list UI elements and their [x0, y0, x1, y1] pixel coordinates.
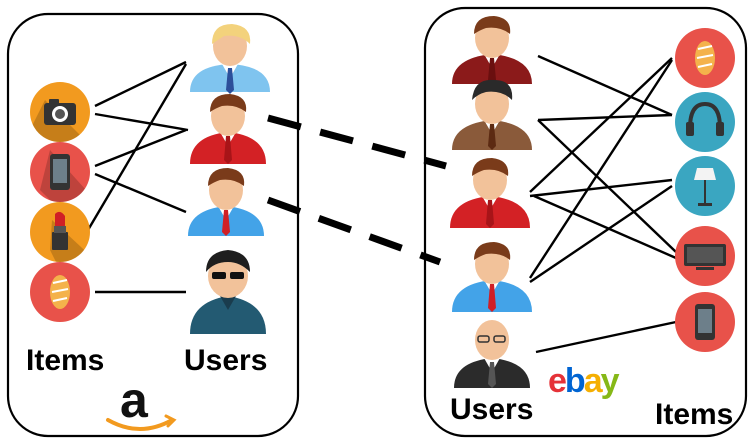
- user-bald-glasses-icon: [454, 320, 530, 388]
- user-bald-glasses: [454, 320, 530, 388]
- amazon-logo: a: [106, 372, 177, 431]
- tv-icon: [684, 244, 726, 270]
- user-maroon-suit-icon: [452, 16, 532, 84]
- amazon-domain-panel: [6, 12, 300, 438]
- ebay-links: [528, 54, 677, 354]
- link-line: [537, 119, 677, 253]
- ebay-logo-a: a: [584, 362, 604, 400]
- amazon-smile: [106, 418, 174, 431]
- ebay-logo-e: e: [548, 362, 566, 400]
- user-red-suit-icon: [450, 158, 530, 228]
- headphones-icon: [686, 101, 724, 136]
- bread-item-right: [675, 28, 735, 88]
- floor-lamp-item: [675, 156, 735, 216]
- ebay-users-label: Users: [450, 393, 534, 426]
- amazon-users-label: Users: [184, 344, 268, 377]
- ebay-logo-y: y: [601, 362, 620, 400]
- tv-item: [675, 226, 735, 286]
- floor-lamp-icon: [694, 168, 716, 206]
- user-maroon-suit: [452, 16, 532, 84]
- camera-icon: [44, 99, 76, 125]
- user-blue-shirt: [188, 168, 264, 236]
- cross-domain-links: [266, 114, 447, 266]
- user-blond-icon: [190, 24, 270, 94]
- link-line: [535, 320, 677, 354]
- bread-icon: [695, 41, 715, 75]
- bread-icon: [50, 275, 70, 309]
- amazon-links: [86, 60, 189, 294]
- link-line: [537, 113, 673, 122]
- link-line: [94, 112, 189, 132]
- link-line: [529, 57, 673, 193]
- user-brown-suit: [452, 79, 532, 150]
- camera-item: [30, 82, 90, 142]
- link-line: [86, 63, 188, 231]
- amazon-logo-letter: a: [120, 372, 149, 428]
- link-line: [537, 54, 673, 117]
- link-line: [94, 60, 187, 108]
- link-line: [94, 172, 187, 214]
- smartphone-icon: [695, 304, 715, 340]
- smartphone-icon: [50, 154, 70, 190]
- dashed-link: [266, 196, 442, 266]
- user-sunglasses-icon: [190, 250, 266, 334]
- user-red-suit-icon: [190, 94, 266, 164]
- smartphone-item: [30, 142, 90, 202]
- ebay-domain-panel: [423, 6, 748, 438]
- lipstick-item: [30, 202, 90, 262]
- user-brown-suit-icon: [452, 79, 532, 150]
- link-line: [529, 185, 673, 283]
- user-sunglasses: [190, 250, 266, 334]
- dashed-link: [267, 114, 447, 170]
- amazon-items-label: Items: [26, 344, 105, 377]
- link-line: [528, 59, 674, 279]
- lipstick-icon: [52, 211, 68, 250]
- user-red-suit-2: [450, 158, 530, 228]
- user-blue-shirt-icon: [188, 168, 264, 236]
- link-line: [533, 194, 677, 260]
- ebay-logo: ebay: [548, 362, 620, 400]
- user-blond: [190, 24, 270, 94]
- user-red-suit: [190, 94, 266, 164]
- smartphone-item-right: [675, 292, 735, 352]
- bread-item: [30, 262, 90, 322]
- user-blue-shirt-icon: [452, 242, 532, 312]
- link-line: [529, 178, 673, 198]
- ebay-logo-b: b: [565, 362, 585, 400]
- ebay-items-label: Items: [655, 398, 734, 431]
- user-blue-shirt-2: [452, 242, 532, 312]
- headphones-item: [675, 92, 735, 152]
- link-line: [94, 128, 187, 168]
